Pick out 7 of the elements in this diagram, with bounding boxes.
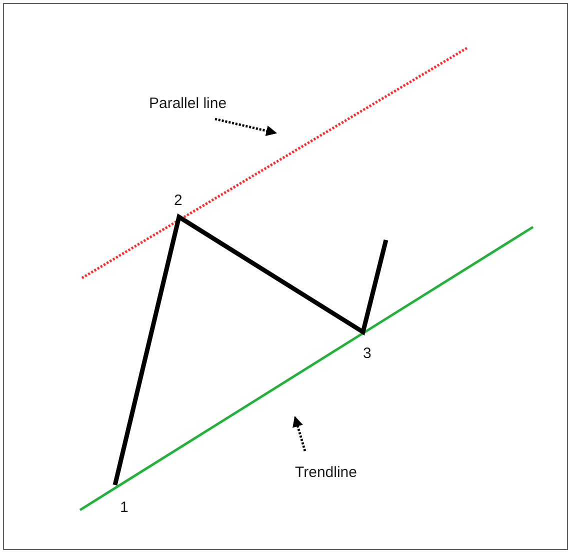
callout-text: Trendline bbox=[295, 464, 357, 482]
point-number: 3 bbox=[363, 345, 372, 363]
leader-arrow bbox=[292, 416, 306, 452]
point-number: 1 bbox=[120, 499, 128, 517]
point-number: 2 bbox=[174, 192, 182, 210]
callout-text: Parallel line bbox=[149, 95, 227, 113]
leader-arrow bbox=[214, 118, 278, 136]
